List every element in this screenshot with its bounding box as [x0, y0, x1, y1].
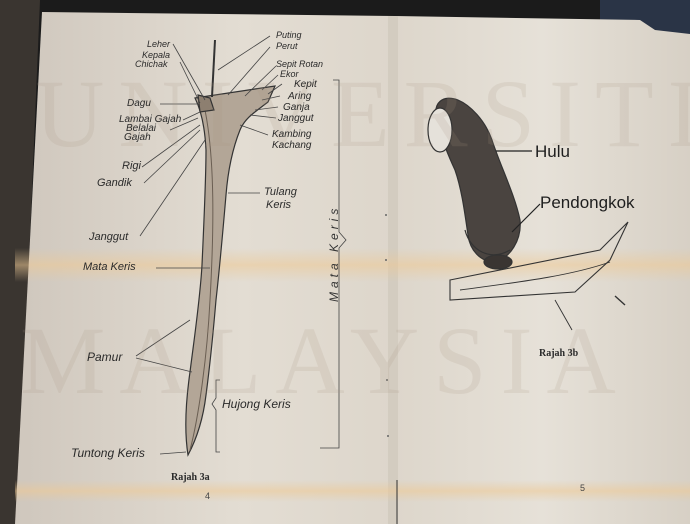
label-pamur: Pamur [87, 351, 122, 363]
label-chichak: Chichak [135, 60, 168, 69]
label-gajah: Gajah [124, 133, 151, 143]
label-gandik: Gandik [97, 178, 132, 189]
label-keris: Keris [266, 200, 291, 211]
label-perut: Perut [276, 42, 298, 51]
label-hujong-keris: Hujong Keris [222, 398, 291, 410]
caption-rajah-3a: Rajah 3a [171, 473, 210, 483]
label-dagu: Dagu [127, 99, 151, 109]
label-aring: Aring [288, 92, 311, 102]
label-janggut-left: Janggut [89, 232, 128, 243]
label-sepit-rotan: Sepit Rotan [276, 60, 323, 69]
label-tuntong-keris: Tuntong Keris [71, 447, 145, 459]
page-number-left: 4 [205, 492, 210, 501]
label-pendongkok: Pendongkok [540, 194, 635, 211]
label-kepit: Kepit [294, 80, 317, 90]
label-tulang: Tulang [264, 187, 297, 198]
label-janggut-right: Janggut [278, 114, 314, 124]
caption-rajah-3b: Rajah 3b [539, 349, 578, 359]
page-number-right: 5 [580, 484, 585, 493]
label-ekor: Ekor [280, 70, 299, 79]
label-mata-keris: Mata Keris [83, 262, 136, 273]
label-puting: Puting [276, 31, 302, 40]
label-kachang: Kachang [272, 141, 311, 151]
label-leher: Leher [147, 40, 170, 49]
label-ganja: Ganja [283, 103, 310, 113]
label-rigi: Rigi [122, 161, 141, 172]
label-kambing: Kambing [272, 130, 311, 140]
label-mata-keris-bracket: Mata Keris [327, 205, 341, 302]
label-hulu: Hulu [535, 143, 570, 160]
